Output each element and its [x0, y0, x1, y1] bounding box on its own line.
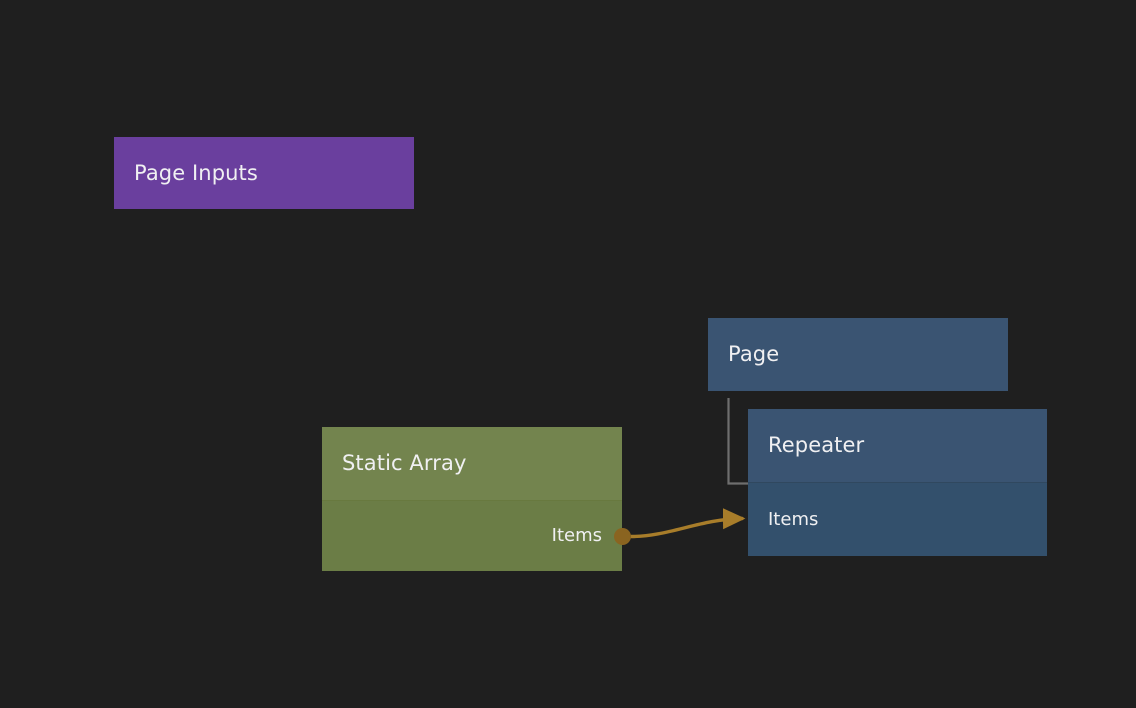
port-label-static-array-items: Items — [551, 525, 602, 546]
node-repeater-header[interactable]: Repeater — [748, 409, 1047, 483]
node-page-inputs[interactable]: Page Inputs — [114, 137, 414, 209]
port-dot-static-array-items-output[interactable] — [614, 528, 631, 545]
port-row-static-array-items[interactable]: Items — [322, 527, 622, 545]
edge-page-to-repeater-bracket — [727, 398, 748, 485]
node-page-inputs-header[interactable]: Page Inputs — [114, 137, 414, 209]
node-repeater-body: Items — [748, 483, 1047, 556]
port-label-repeater-items: Items — [768, 508, 819, 530]
node-page[interactable]: Page — [708, 318, 1008, 391]
node-page-header[interactable]: Page — [708, 318, 1008, 391]
port-row-repeater-items[interactable]: Items — [748, 508, 1047, 530]
node-repeater[interactable]: Repeater Items — [748, 409, 1047, 556]
node-repeater-title: Repeater — [768, 433, 865, 457]
edge-static-array-items-to-repeater-items — [628, 508, 746, 539]
node-page-title: Page — [728, 342, 780, 366]
node-static-array[interactable]: Static Array Items — [322, 427, 622, 571]
node-static-array-title: Static Array — [342, 451, 467, 475]
node-static-array-header[interactable]: Static Array — [322, 427, 622, 501]
node-static-array-body: Items — [322, 501, 622, 571]
node-page-inputs-title: Page Inputs — [134, 160, 258, 185]
